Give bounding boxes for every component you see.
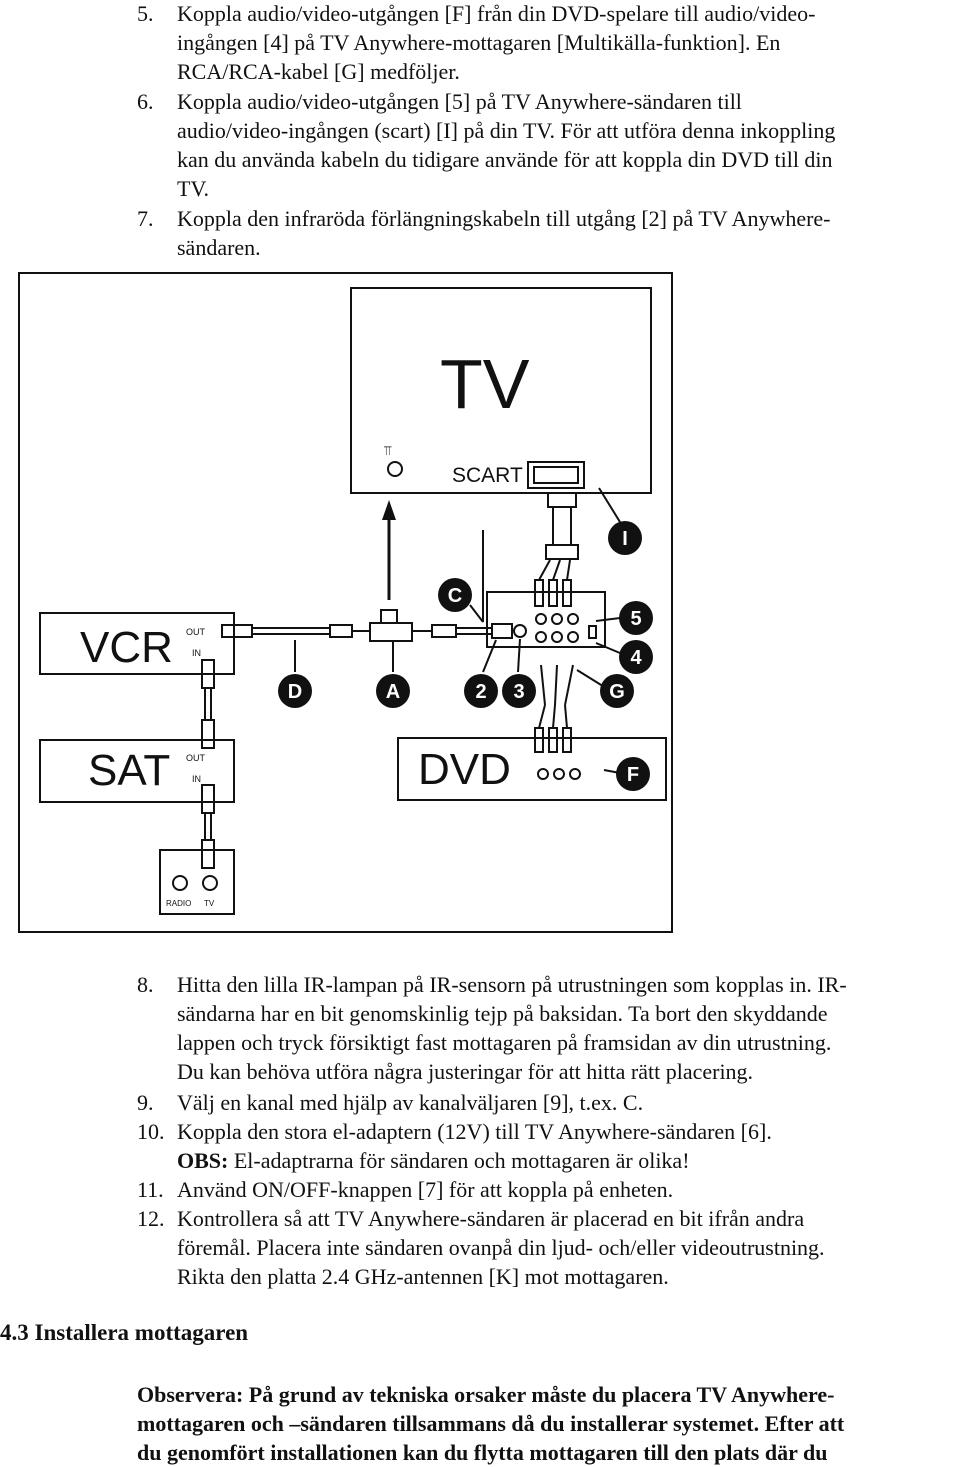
step-line: Koppla audio/video-utgången [5] på TV An… bbox=[177, 89, 742, 114]
sat-out-label: OUT bbox=[186, 753, 206, 763]
step-line: Du kan behöva utföra några justeringar f… bbox=[177, 1059, 754, 1084]
scart-label: SCART bbox=[452, 464, 523, 487]
step-line: audio/video-ingången (scart) [I] på din … bbox=[177, 118, 836, 143]
step-line: sändaren. bbox=[177, 235, 261, 260]
section-heading: 4.3 Installera mottagaren bbox=[0, 1320, 249, 1345]
vcr-out-label: OUT bbox=[186, 627, 206, 637]
callout-2: 2 bbox=[475, 681, 486, 703]
callout-G: G bbox=[609, 681, 625, 703]
radio-label: RADIO bbox=[166, 899, 191, 908]
dvd-label: DVD bbox=[418, 745, 511, 794]
note-line: Observera: På grund av tekniska orsaker … bbox=[137, 1382, 835, 1407]
vcr-in-label: IN bbox=[192, 648, 201, 658]
step-line: Koppla audio/video-utgången [F] från din… bbox=[177, 1, 816, 26]
step-line: föremål. Placera inte sändaren ovanpå di… bbox=[177, 1235, 825, 1260]
callout-3: 3 bbox=[513, 681, 524, 703]
sat-box bbox=[39, 739, 235, 803]
vcr-box bbox=[39, 612, 235, 675]
callout-4: 4 bbox=[630, 647, 642, 669]
step-line: lappen och tryck försiktigt fast mottaga… bbox=[177, 1030, 832, 1055]
step-line: TV. bbox=[177, 176, 209, 201]
obs-label: OBS: bbox=[177, 1148, 229, 1173]
callout-A: A bbox=[386, 681, 400, 703]
step-line: ingången [4] på TV Anywhere-mottagaren [… bbox=[177, 30, 781, 55]
step-line: Koppla den infraröda förlängningskabeln … bbox=[177, 206, 831, 231]
step-line: Välj en kanal med hjälp av kanalväljaren… bbox=[177, 1090, 644, 1115]
obs-text: El-adaptrarna för sändaren och mottagare… bbox=[228, 1148, 690, 1173]
step-line: Koppla den stora el-adaptern (12V) till … bbox=[177, 1119, 772, 1144]
step-number: 6. bbox=[137, 89, 154, 114]
dvd-box bbox=[397, 737, 667, 801]
step-line: sändarna har en bit genomskinlig tejp på… bbox=[177, 1001, 828, 1026]
tv-label: TV bbox=[440, 345, 530, 423]
svg-text:⫪: ⫪ bbox=[384, 443, 391, 458]
step-line: kan du använda kabeln du tidigare använd… bbox=[177, 147, 833, 172]
sat-in-label: IN bbox=[192, 774, 201, 784]
tv-box bbox=[350, 287, 652, 494]
step-number: 8. bbox=[137, 972, 154, 997]
obs-line: OBS: El-adaptrarna för sändaren och mott… bbox=[177, 1146, 690, 1175]
step-line: RCA/RCA-kabel [G] medföljer. bbox=[177, 59, 460, 84]
step-number: 5. bbox=[137, 1, 154, 26]
step-number: 11. bbox=[137, 1177, 164, 1202]
step-line: Rikta den platta 2.4 GHz-antennen [K] mo… bbox=[177, 1264, 669, 1289]
step-line: Använd ON/OFF-knappen [7] för att koppla… bbox=[177, 1177, 674, 1202]
diagram-frame bbox=[18, 272, 673, 933]
callout-F: F bbox=[627, 764, 639, 786]
note-line: du genomfört installationen kan du flytt… bbox=[137, 1440, 828, 1465]
step-number: 10. bbox=[137, 1119, 165, 1144]
step-number: 7. bbox=[137, 206, 154, 231]
step-line: Kontrollera så att TV Anywhere-sändaren … bbox=[177, 1206, 805, 1231]
vcr-label: VCR bbox=[80, 623, 173, 672]
step-line: Hitta den lilla IR-lampan på IR-sensorn … bbox=[177, 972, 847, 997]
note-line: mottagaren och –sändaren tillsammans då … bbox=[137, 1411, 845, 1436]
step-number: 9. bbox=[137, 1090, 154, 1115]
callout-I: I bbox=[622, 528, 628, 550]
callout-D: D bbox=[288, 681, 302, 703]
step-number: 12. bbox=[137, 1206, 165, 1231]
callout-C: C bbox=[448, 585, 462, 607]
callout-5: 5 bbox=[630, 608, 641, 630]
sat-label: SAT bbox=[88, 746, 170, 795]
wall-tv-label: TV bbox=[204, 899, 215, 908]
